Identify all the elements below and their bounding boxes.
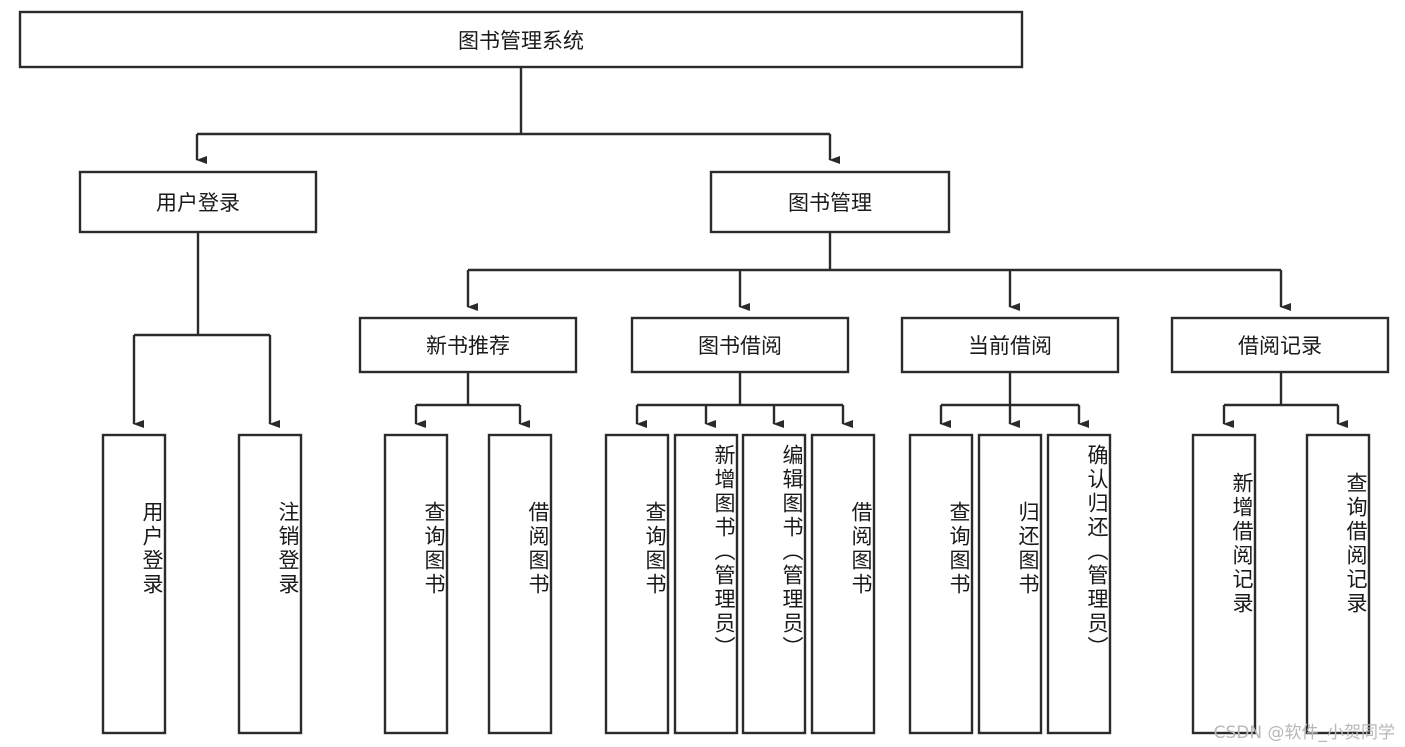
node-leaf-query-book-borrow[interactable]	[604, 433, 670, 735]
node-leaf-query-book-recommend[interactable]	[383, 433, 449, 735]
node-leaf-return-book[interactable]	[977, 433, 1043, 735]
node-leaf-query-borrow-record[interactable]	[1305, 433, 1371, 735]
node-book-management[interactable]	[709, 170, 951, 234]
node-borrow-record[interactable]	[1170, 316, 1390, 374]
node-leaf-user-login[interactable]	[101, 433, 167, 735]
node-root-book-management-system[interactable]	[18, 10, 1024, 69]
node-leaf-confirm-return-admin[interactable]	[1046, 433, 1112, 735]
node-current-borrow[interactable]	[900, 316, 1120, 374]
node-new-book-recommend[interactable]	[358, 316, 578, 374]
node-leaf-query-book-current[interactable]	[908, 433, 974, 735]
node-leaf-borrow-book-recommend[interactable]	[487, 433, 553, 735]
node-leaf-add-book-admin[interactable]	[673, 433, 739, 735]
node-leaf-logout[interactable]	[237, 433, 303, 735]
node-leaf-add-borrow-record[interactable]	[1191, 433, 1257, 735]
node-book-borrow[interactable]	[630, 316, 850, 374]
node-leaf-edit-book-admin[interactable]	[741, 433, 807, 735]
node-leaf-borrow-book[interactable]	[810, 433, 876, 735]
node-user-login[interactable]	[78, 170, 318, 234]
